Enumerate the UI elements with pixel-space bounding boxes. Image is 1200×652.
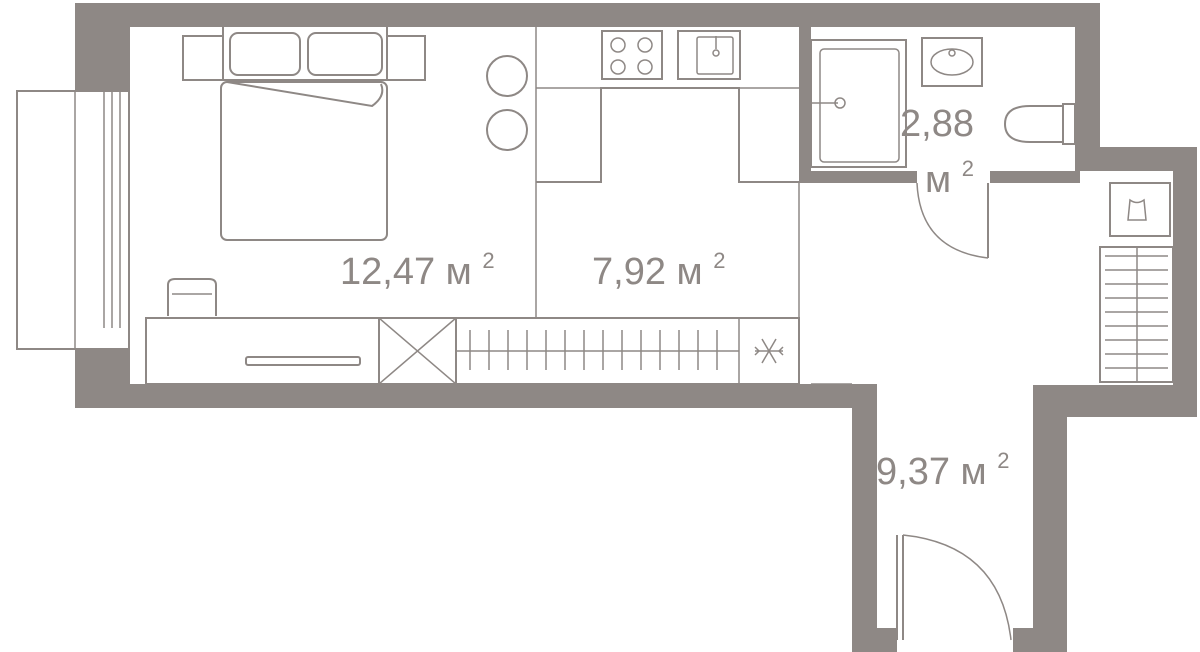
hall-area: 9,37	[876, 451, 950, 493]
bathroom-unit-label: м 2	[925, 156, 974, 201]
bathroom-area: 2,88	[900, 103, 974, 145]
shower-icon	[810, 39, 907, 168]
kitchen-area: 7,92	[592, 251, 666, 293]
washbasin-icon	[921, 37, 983, 87]
kitchen-area-label: 7,92 м 2	[592, 248, 725, 293]
wall-bath-bottom-left	[799, 171, 917, 183]
slats	[469, 330, 718, 370]
wardrobe-icon	[1099, 246, 1174, 383]
wall-bath-right	[1075, 3, 1100, 171]
stool-icon	[486, 109, 528, 151]
hall-unit: м	[961, 451, 987, 493]
kitchen-counter	[536, 87, 799, 183]
door-icon	[896, 534, 1012, 641]
pillow-icon	[307, 32, 383, 76]
bedroom-sup: 2	[482, 248, 494, 273]
bed-icon	[182, 25, 426, 241]
chair-icon	[167, 278, 217, 316]
kitchen-sup: 2	[713, 248, 725, 273]
kitchen-unit: м	[677, 251, 703, 293]
bathroom-area-label: 2,88	[900, 103, 974, 145]
window-icon	[16, 90, 130, 350]
door-icon	[916, 182, 989, 259]
hall-sup: 2	[997, 448, 1009, 473]
wall-bath-bottom-right	[990, 171, 1080, 183]
hall-stool	[1109, 182, 1171, 237]
wall-far-right	[1173, 147, 1197, 417]
nightstand-icon	[386, 35, 426, 81]
wall-left-upper	[75, 3, 130, 91]
sink-icon	[677, 30, 741, 80]
bathroom-sup: 2	[962, 156, 974, 181]
hall-area-label: 9,37 м 2	[876, 448, 1009, 493]
walls	[75, 3, 1197, 652]
snowflake-icon	[754, 338, 784, 364]
bathroom-unit: м	[925, 159, 951, 201]
stove-icon	[601, 30, 663, 80]
bedroom-area: 12,47	[340, 251, 435, 293]
pillow-icon	[229, 32, 301, 76]
bedroom-unit: м	[446, 251, 472, 293]
wall-hall-right	[1033, 385, 1067, 652]
jamb-left	[877, 628, 897, 652]
nightstand-icon	[182, 35, 224, 81]
toilet-icon	[1003, 103, 1076, 145]
wall-bottom	[75, 384, 875, 408]
stool-icon	[486, 55, 528, 97]
wall-bath-left	[799, 27, 811, 183]
jamb-right	[1013, 628, 1033, 652]
bedroom-area-label: 12,47 м 2	[340, 248, 495, 293]
cabinet-row	[145, 317, 800, 385]
wall-top	[75, 3, 1100, 27]
wall-hall-left	[852, 384, 877, 652]
